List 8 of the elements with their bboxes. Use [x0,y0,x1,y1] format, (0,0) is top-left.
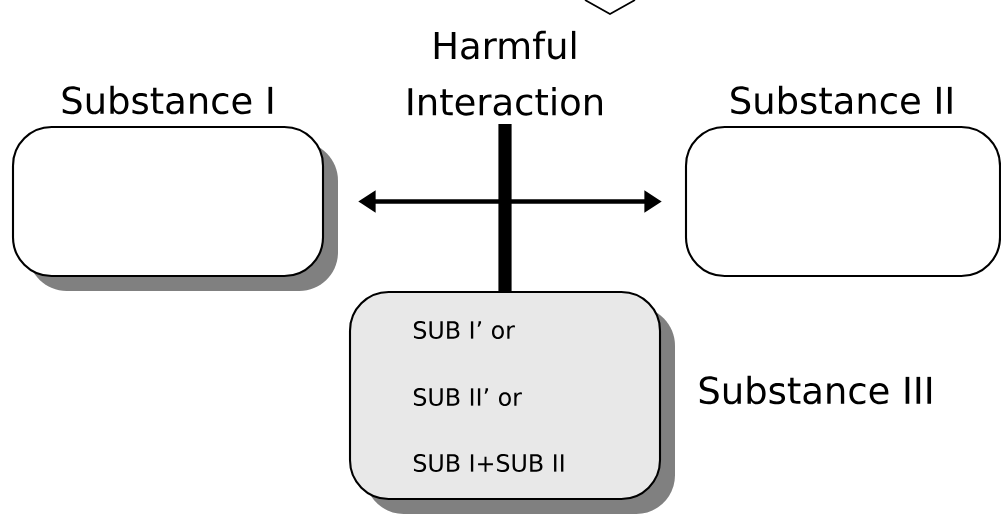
edge-label: Harmful Interaction [408,30,602,116]
box-caption: Substance III [699,375,932,405]
blocking-bar [498,124,512,291]
node-label: Substance II [731,85,952,115]
rounded-box: Substance II [684,85,1001,278]
rounded-box: SUB I’ or SUB II’ or SUB I+SUB II [348,290,675,514]
rounded-box: Substance I [11,85,338,291]
node-label: Substance I [62,85,273,115]
